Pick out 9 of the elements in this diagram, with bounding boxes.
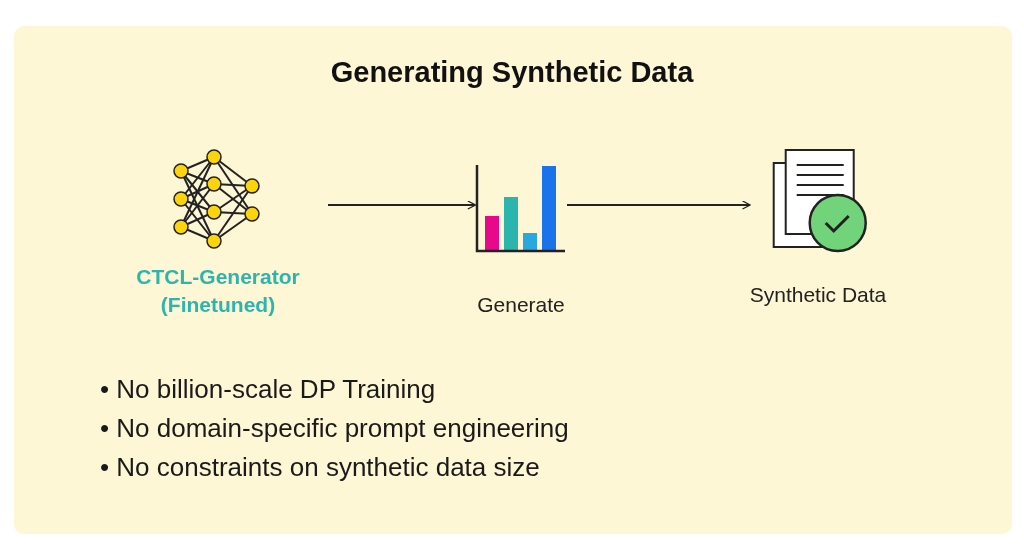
bullet-point: • No domain-specific prompt engineering <box>100 412 569 445</box>
title: Generating Synthetic Data <box>329 56 695 89</box>
node-label: CTCL-Generator (Finetuned) <box>135 264 301 318</box>
node-label: Generate <box>477 292 565 318</box>
arrow <box>327 200 477 210</box>
bullet-point: • No constraints on synthetic data size <box>100 451 540 484</box>
node-label: Synthetic Data <box>749 282 887 308</box>
arrow <box>566 200 751 210</box>
bullet-point: • No billion-scale DP Training <box>100 373 436 406</box>
